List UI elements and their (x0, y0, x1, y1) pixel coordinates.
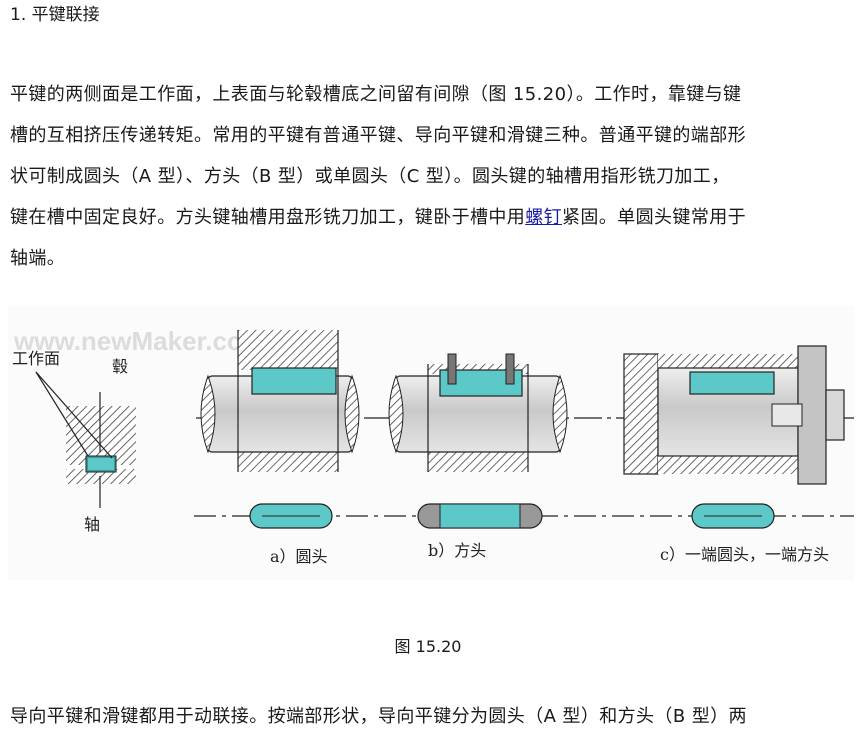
label-working-face: 工作面 (12, 349, 60, 368)
paragraph-guide-key: 导向平键和滑键都用于动联接。按端部形状，导向平键分为圆头（A 型）和方头（B 型… (10, 696, 846, 737)
screw-left (447, 353, 457, 385)
key-section-fill (88, 458, 114, 470)
text-segment: 键在槽中固定良好。方头键轴槽用盘形铣刀加工，键卧于槽中用 (10, 207, 526, 228)
key-a (251, 367, 337, 395)
assembly-b (388, 353, 568, 472)
paragraph-flat-key: 平键的两侧面是工作面，上表面与轮毂槽底之间留有间隙（图 15.20）。工作时，靠… (10, 74, 846, 279)
paragraph-line: 槽的互相挤压传递转矩。常用的平键有普通平键、导向平键和滑键三种。普通平键的端部形 (10, 125, 746, 146)
paragraph-line: 导向平键和滑键都用于动联接。按端部形状，导向平键分为圆头（A 型）和方头（B 型… (10, 706, 747, 727)
paragraph-line: 状可制成圆头（A 型）、方头（B 型）或单圆头（C 型）。圆头键的轴槽用指形铣刀… (10, 166, 730, 187)
cross-section-diagram: 工作面 毂 轴 (12, 349, 136, 534)
hub-top-hatch (238, 330, 338, 370)
hub-bottom-hatch (238, 452, 338, 472)
paragraph-line: 平键的两侧面是工作面，上表面与轮毂槽底之间留有间隙（图 15.20）。工作时，靠… (10, 84, 742, 105)
section-heading: 1. 平键联接 (10, 5, 100, 25)
assembly-a (200, 330, 360, 472)
label-hub: 毂 (112, 357, 128, 376)
assembly-c (623, 345, 845, 485)
label-c: c）一端圆头，一端方头 (660, 545, 829, 564)
screw-link[interactable]: 螺钉 (525, 207, 563, 228)
flat-key-diagram: www.newMaker.com 工作面 毂 轴 (12, 326, 854, 566)
text-segment: 紧固。单圆头键常用于 (562, 207, 747, 228)
paragraph-line: 轴端。 (10, 248, 66, 269)
end-plate (797, 345, 827, 485)
screw-right (505, 353, 515, 385)
key-c (689, 371, 775, 395)
label-b: b）方头 (428, 541, 486, 560)
flat-key-figure: www.newMaker.com 工作面 毂 轴 (8, 306, 854, 580)
figure-caption: 图 15.20 (394, 637, 462, 656)
paragraph-line: 键在槽中固定良好。方头键轴槽用盘形铣刀加工，键卧于槽中用螺钉紧固。单圆头键常用于 (10, 197, 846, 238)
watermark: www.newMaker.com (13, 326, 266, 356)
label-shaft: 轴 (84, 515, 100, 534)
label-a: a）圆头 (270, 547, 328, 566)
key-b-top-view (417, 503, 543, 529)
